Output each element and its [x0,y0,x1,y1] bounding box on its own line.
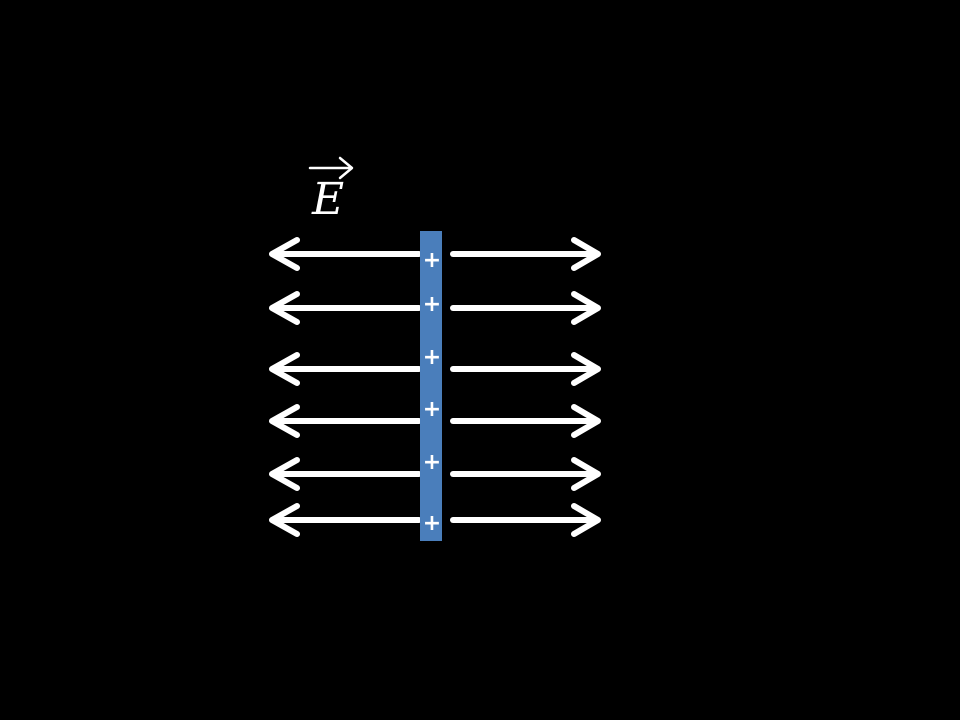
field-arrows [269,237,601,537]
field-arrow-right [450,291,601,325]
field-arrow-right [450,503,601,537]
field-arrow-left [269,237,422,271]
field-label: E [308,156,354,225]
field-arrow-right [450,352,601,386]
charge-sign: + [423,345,441,370]
field-arrow-right [450,457,601,491]
field-arrow-left [269,503,422,537]
field-symbol: E [311,174,344,225]
field-arrow-left [269,457,422,491]
vector-arrow-icon [308,156,354,180]
field-arrow-left [269,404,422,438]
field-arrow-left [269,352,422,386]
field-arrow-left [269,291,422,325]
charge-sign: + [423,292,441,317]
charge-sign: + [423,511,441,536]
charge-sign: + [423,450,441,475]
charge-sign: + [423,248,441,273]
charge-signs: + + + + + + [423,248,441,536]
charged-plate [420,231,442,541]
field-arrow-right [450,404,601,438]
field-arrow-right [450,237,601,271]
charge-sign: + [423,397,441,422]
